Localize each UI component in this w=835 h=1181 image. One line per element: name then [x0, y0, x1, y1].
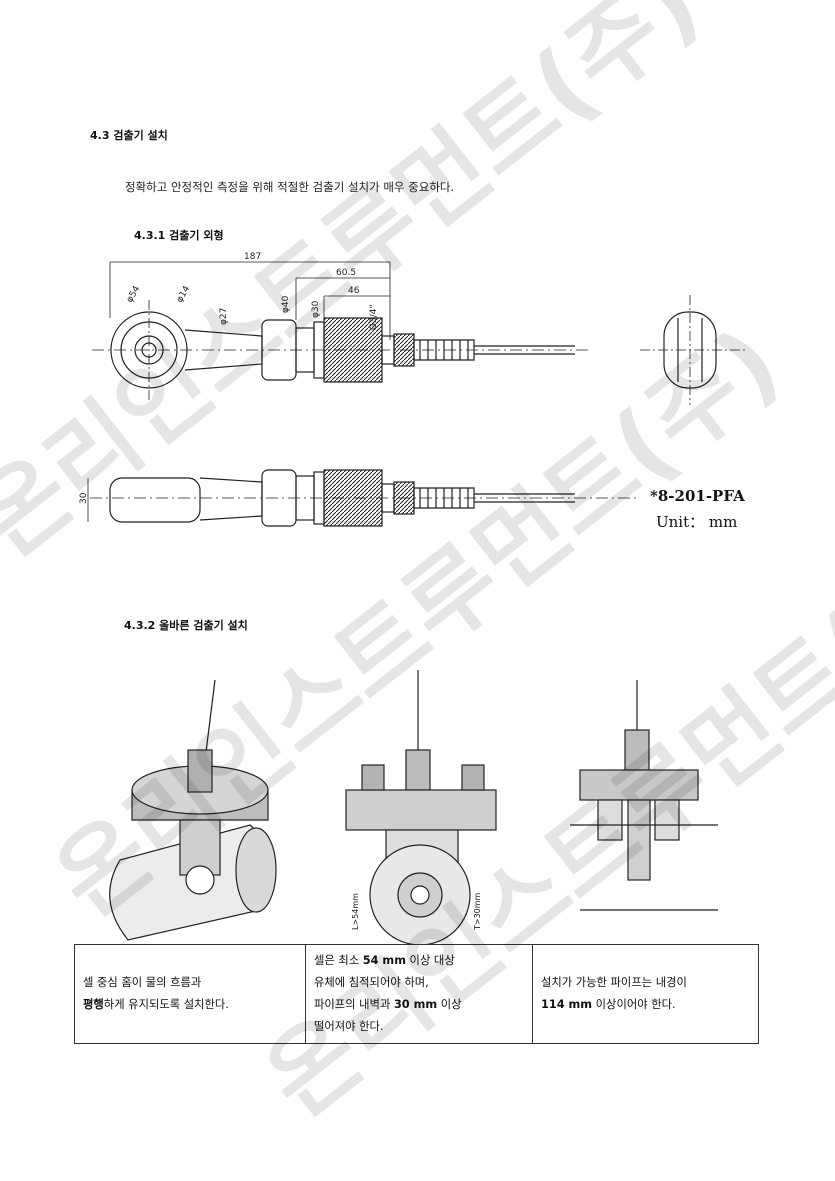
dim-dia-14: φ14 — [175, 284, 192, 304]
dim-dia-27: φ27 — [219, 308, 229, 325]
sensor-side-view — [87, 469, 640, 527]
subsection-title: 올바른 검출기 설치 — [159, 619, 248, 632]
subsection-title: 검출기 외형 — [169, 229, 224, 242]
pipe-rest: 이상이어야 한다. — [592, 998, 676, 1011]
install-illustration-immersion — [345, 670, 497, 945]
flow-rest: 하게 유지되도록 설치한다. — [103, 998, 229, 1011]
subsection-number: 4.3.2 — [124, 619, 156, 632]
pipe-value-114: 114 mm — [541, 998, 593, 1011]
immersion-line-1: 셀은 최소 54 mm 이상 대상 — [314, 950, 524, 972]
label-t30: T>30mm — [473, 892, 482, 931]
sensor-top-view — [92, 300, 590, 400]
sensor-end-view — [640, 295, 745, 405]
immersion-line-2: 유체에 침적되어야 하며, — [314, 976, 429, 989]
immersion-line-3: 파이프의 내벽과 30 mm 이상 — [314, 994, 524, 1016]
dim-dia-40: φ40 — [281, 295, 291, 313]
install-illustration-flow — [109, 679, 277, 941]
dim-dia-30: φ30 — [311, 300, 321, 318]
dimension-lines — [109, 261, 391, 340]
model-code: *8-201-PFA — [650, 487, 745, 505]
unit-note: Unit： mm — [656, 513, 738, 531]
immersion-text: 셀은 최소 — [314, 954, 363, 967]
dim-length-b: 60.5 — [336, 268, 356, 278]
label-l54: L>54mm — [351, 893, 360, 930]
immersion-value-30: 30 mm — [393, 998, 438, 1011]
immersion-text: 이상 — [437, 998, 462, 1011]
dim-length-c: 46 — [348, 286, 360, 296]
pipe-line-1: 설치가 가능한 파이프는 내경이 — [541, 976, 687, 989]
installation-table: 셀 중심 홈이 물의 흐름과 평행하게 유지되도록 설치한다. 셀은 최소 54… — [74, 944, 759, 1044]
install-illustration-pipe-size — [570, 680, 718, 911]
flow-line-2: 평행하게 유지되도록 설치한다. — [83, 994, 297, 1016]
flow-bold-word: 평행 — [83, 998, 104, 1011]
dim-thread: G3/4" — [369, 304, 379, 330]
subsection-heading-appearance: 4.3.1 검출기 외형 — [134, 227, 224, 243]
table-cell-pipe-size: 설치가 가능한 파이프는 내경이 114 mm 이상이어야 한다. — [532, 944, 759, 1044]
immersion-value-54: 54 mm — [362, 954, 406, 967]
sensor-drawing: 187 60.5 46 φ54 φ14 φ27 φ40 φ30 G3/4" 30 — [79, 252, 745, 527]
table-cell-flow: 셀 중심 홈이 물의 흐름과 평행하게 유지되도록 설치한다. — [74, 944, 306, 1044]
dim-dia-54: φ54 — [125, 284, 142, 304]
immersion-line-4: 떨어져야 한다. — [314, 1020, 384, 1033]
immersion-text: 이상 대상 — [405, 954, 455, 967]
dim-width-30: 30 — [79, 492, 89, 504]
pipe-line-2: 114 mm 이상이어야 한다. — [541, 994, 750, 1016]
table-cell-immersion: 셀은 최소 54 mm 이상 대상 유체에 침적되어야 하며, 파이프의 내벽과… — [305, 944, 533, 1044]
table-row: 셀 중심 홈이 물의 흐름과 평행하게 유지되도록 설치한다. 셀은 최소 54… — [74, 944, 759, 1044]
subsection-number: 4.3.1 — [134, 229, 166, 242]
section-number: 4.3 — [90, 129, 110, 142]
subsection-heading-installation: 4.3.2 올바른 검출기 설치 — [124, 617, 248, 633]
flow-line-1: 셀 중심 홈이 물의 흐름과 — [83, 976, 202, 989]
intro-paragraph: 정확하고 안정적인 측정을 위해 적절한 검출기 설치가 매우 중요하다. — [125, 180, 455, 194]
section-title: 검출기 설치 — [113, 129, 168, 142]
dim-total-length: 187 — [244, 252, 261, 262]
installation-illustrations: L>54mm T>30mm — [109, 670, 718, 945]
immersion-text: 파이프의 내벽과 — [314, 998, 394, 1011]
section-heading: 4.3 검출기 설치 — [90, 127, 168, 143]
